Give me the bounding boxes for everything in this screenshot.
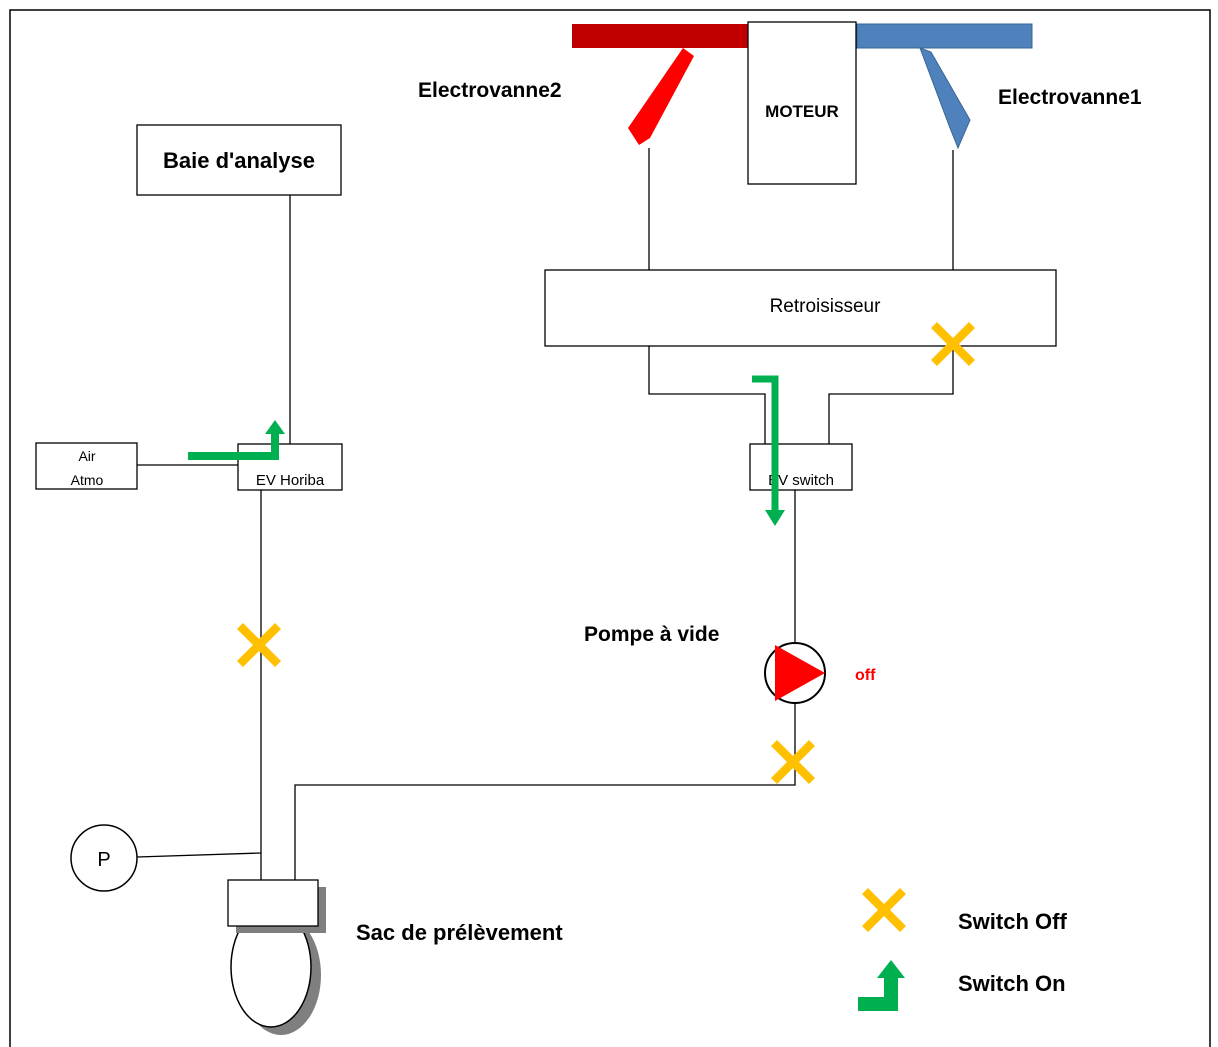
pipe-retro-left-evswitch [648,346,766,444]
switch-on-arrow-evhoriba [188,420,285,460]
electrovanne1-label: Electrovanne1 [998,86,1142,109]
air-label-line1: Air [78,448,95,464]
legend-on-icon [858,960,905,1011]
pressure-label: P [97,849,110,871]
electrovanne1-valve [919,47,971,150]
ev-horiba-box [237,443,343,491]
legend-off-icon [862,888,906,932]
switch-on-arrow-evswitch [752,375,785,526]
switch-off-cross-pompe-line [771,740,815,784]
baie-box [136,124,342,196]
legend-on-label: Switch On [958,971,1066,996]
diagram-frame [9,9,1211,1047]
sac-cap [227,879,319,927]
pipe-pompe-sac [294,703,796,880]
legend-off-label: Switch Off [958,909,1067,934]
air-label-line2: Atmo [71,472,104,488]
switch-off-cross-retro [931,322,975,366]
exhaust-bar-left [572,24,752,48]
pompe-label: Pompe à vide [584,623,719,646]
sac-label: Sac de prélèvement [356,920,563,945]
moteur-box [747,21,857,185]
electrovanne2-valve [628,48,694,145]
ev-switch-label: EV switch [768,472,834,489]
electrovanne2-label: Electrovanne2 [418,79,562,102]
pressure-gauge [70,824,138,892]
ev-switch-box [749,443,853,491]
baie-label: Baie d'analyse [163,148,315,173]
exhaust-bar-right [856,23,1033,49]
legend: Switch Off Switch On [858,888,1067,1011]
pompe-state-label: off [855,667,876,684]
retroidisseur-label: Retroisisseur [770,296,882,317]
switch-off-cross-horiba-line [237,623,281,667]
moteur-label: MOTEUR [765,102,839,121]
pompe-triangle-icon [775,645,825,701]
retroidisseur-box [544,269,1057,347]
air-atmo-box [35,442,138,490]
ev-horiba-label: EV Horiba [256,472,325,489]
pipe-retro-right-evswitch [828,346,954,444]
pipe-gauge-sac [136,852,262,858]
